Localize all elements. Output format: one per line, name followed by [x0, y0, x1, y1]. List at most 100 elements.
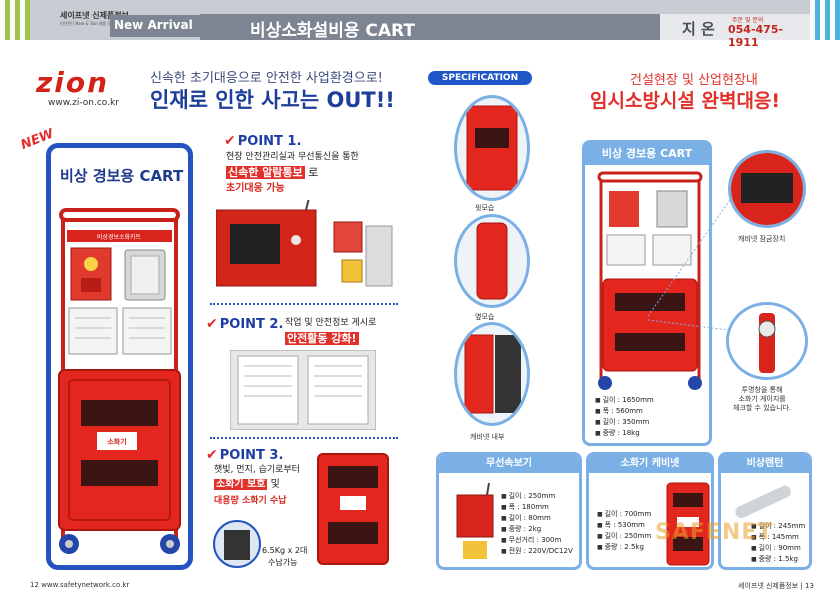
cart-illustration: 비상경보소화카트 소화기 — [58, 208, 181, 554]
check-icon: ✔ — [206, 316, 218, 332]
point-1-title-text: POINT 1. — [237, 134, 302, 149]
gauge-caption-line: 체크할 수 있습니다. — [733, 404, 792, 412]
wireless-device-illustration — [456, 483, 494, 559]
product-spec-item: 전원 : 220V/DC12V — [501, 546, 573, 557]
point-1-line3: 초기대응 가능 — [226, 183, 285, 194]
point-3-line3: 대용량 소화기 수납 — [214, 496, 287, 506]
product-spec-item: 길이 : 250mm — [501, 491, 573, 502]
product-spec-item: 무선거리 : 300m — [501, 535, 573, 546]
check-icon: ✔ — [224, 133, 236, 149]
specification-tag: SPECIFICATION — [428, 71, 532, 85]
point-2-line1: 작업 및 안전정보 게시로 — [285, 318, 377, 328]
product-spec-item: 길이 : 80mm — [501, 513, 573, 524]
product-box-wireless: 무선속보기 길이 : 250mm 폭 : 180mm 길이 : 80mm 중량 … — [436, 452, 582, 570]
left-footer: 12 www.safetynetwork.co.kr — [30, 581, 130, 589]
product-spec-item: 폭 : 145mm — [751, 532, 805, 543]
spec-list: 길이 : 1650mm 폭 : 560mm 길이 : 350mm 중량 : 18… — [595, 395, 654, 439]
point-3-highlight: 소화기 보호 — [214, 479, 268, 490]
safenet-watermark: SAFENET — [655, 520, 774, 545]
product-box-title: 무선속보기 — [439, 455, 579, 473]
cart-frame: 비상경보소화카트 소화기 — [46, 143, 193, 570]
header-title: 비상소화설비용 CART — [200, 14, 660, 41]
product-box-cabinet: 소화기 케비넷 길이 : 700mm 폭 : 530mm 길이 : 250mm … — [586, 452, 714, 570]
product-spec-item: 폭 : 180mm — [501, 502, 573, 513]
product-spec-item: 길이 : 245mm — [751, 521, 806, 532]
header-brand-block: 세이프넷 신제품정보 (안전인) New & Tool 제품 정보제공 에이전 — [60, 10, 135, 27]
side-view-circle — [454, 214, 530, 308]
point-1-highlight: 신속한 알람통보 — [226, 166, 305, 179]
header-phone: 054-475-1911 — [728, 23, 784, 49]
divider-1 — [210, 303, 398, 305]
side-view-caption: 옆모습 — [475, 313, 495, 321]
header-brand-sub: (안전인) New & Tool 제품 정보제공 에이전 — [60, 21, 135, 26]
inside-view-caption: 캐비넷 내부 — [470, 433, 505, 441]
header-contact-block: 지 온 주문 및 문의 054-475-1911 — [660, 14, 810, 49]
point-2-highlight: 안전활동 강화! — [285, 332, 359, 345]
point-3-line1: 햇빛, 먼지, 습기로부터 — [214, 465, 300, 475]
check-icon: ✔ — [206, 447, 218, 463]
wireless-alarm-illustration — [216, 200, 393, 287]
spec-item: 길이 : 350mm — [595, 417, 654, 428]
product-spec-item: 중량 : 1.5kg — [751, 554, 805, 565]
top-view-caption: 윗모습 — [475, 204, 495, 212]
point-2-title-text: POINT 2. — [219, 317, 284, 332]
header-pattern-right — [810, 0, 840, 40]
point-3-title-text: POINT 3. — [219, 448, 284, 463]
product-box-lantern: 비상렌턴 길이 : 245mm 폭 : 145mm 길이 : 90mm 중량 :… — [718, 452, 812, 570]
zion-logo: zion — [36, 66, 110, 99]
product-box-title: 소화기 케비넷 — [589, 455, 711, 473]
point-3-title: ✔POINT 3. — [206, 447, 283, 463]
right-title-2: 임시소방시설 완벽대응! — [590, 90, 781, 112]
product-spec-list: 길이 : 700mm 폭 : 530mm 길이 : 250mm 중량 : 2.5… — [597, 509, 652, 553]
cart-title: 비상 경보용 CART — [60, 167, 184, 185]
point-1-line1: 현장 안전관리실과 무선통신을 통한 — [226, 152, 359, 162]
spec-item: 폭 : 560mm — [595, 406, 654, 417]
tagline-1: 신속한 초기대응으로 안전한 사업환경으로! — [150, 71, 383, 86]
point-3-line2: 소화기 보호 및 — [214, 478, 280, 492]
point-3-note1: 6.5Kg x 2대 — [262, 546, 308, 555]
right-title-1: 건설현장 및 산업현장내 — [630, 73, 758, 88]
gauge-caption-line: 소화기 게이지를 — [738, 395, 786, 403]
right-footer: 세이프넷 신제품정보 | 13 — [738, 582, 814, 590]
spec-cart-illustration — [597, 171, 703, 390]
header-company: 지 온 — [682, 20, 715, 38]
product-spec-item: 길이 : 90mm — [751, 543, 805, 554]
cart-ext-label: 소화기 — [107, 437, 126, 446]
spec-frame: 비상 경보용 CART 길이 : 1650mm 폭 : 560mm 길이 : 3… — [582, 140, 712, 446]
cart-panel-label: 비상경보소화카트 — [97, 233, 142, 241]
product-spec-item: 중량 : 2.5kg — [597, 542, 651, 553]
tagline-2: 인재로 인한 사고는 OUT!! — [150, 88, 395, 112]
info-board-illustration — [230, 350, 376, 430]
point-3-note2: 수납가능 — [268, 558, 298, 567]
header-pattern-left — [0, 0, 30, 40]
spec-item: 길이 : 1650mm — [595, 395, 654, 406]
product-spec-item: 길이 : 700mm — [597, 509, 652, 520]
product-spec-item: 길이 : 250mm — [597, 531, 652, 542]
product-spec-item: 중량 : 2kg — [501, 524, 573, 535]
gauge-detail-caption: 투명창을 통해 소화기 게이지를 체크할 수 있습니다. — [733, 386, 791, 413]
point-3-after: 및 — [270, 479, 280, 490]
gauge-detail-circle — [726, 302, 808, 380]
header-brand: 세이프넷 신제품정보 — [60, 11, 130, 20]
inside-view-circle — [454, 322, 530, 426]
cabinet-product-illustration — [666, 482, 710, 566]
divider-2 — [210, 437, 398, 439]
point-1-line2: 신속한 알람통보 로 — [226, 166, 318, 180]
point-1-after: 로 — [308, 166, 319, 179]
spec-frame-title: 비상 경보용 CART — [585, 143, 709, 165]
extinguisher-cabinet-illustration — [317, 453, 389, 565]
header-contact-label: 주문 및 문의 — [732, 17, 764, 24]
product-spec-item: 폭 : 530mm — [597, 520, 651, 531]
header-section: New Arrival — [110, 15, 200, 37]
spec-item: 중량 : 18kg — [595, 428, 654, 439]
lantern-illustration — [735, 485, 791, 518]
product-spec-list: 길이 : 245mm 폭 : 145mm 길이 : 90mm 중량 : 1.5k… — [751, 521, 806, 565]
logo-url: www.zi-on.co.kr — [48, 98, 119, 108]
page-header: 세이프넷 신제품정보 (안전인) New & Tool 제품 정보제공 에이전 … — [0, 0, 840, 49]
point-2-line2: 안전활동 강화! — [285, 332, 359, 346]
lock-detail-caption: 캐비넷 잠금장치 — [738, 235, 786, 243]
product-box-title: 비상렌턴 — [721, 455, 809, 473]
point-2-title: ✔POINT 2. — [206, 316, 283, 332]
lock-detail-circle — [728, 150, 806, 228]
detail-connectors — [647, 199, 731, 331]
